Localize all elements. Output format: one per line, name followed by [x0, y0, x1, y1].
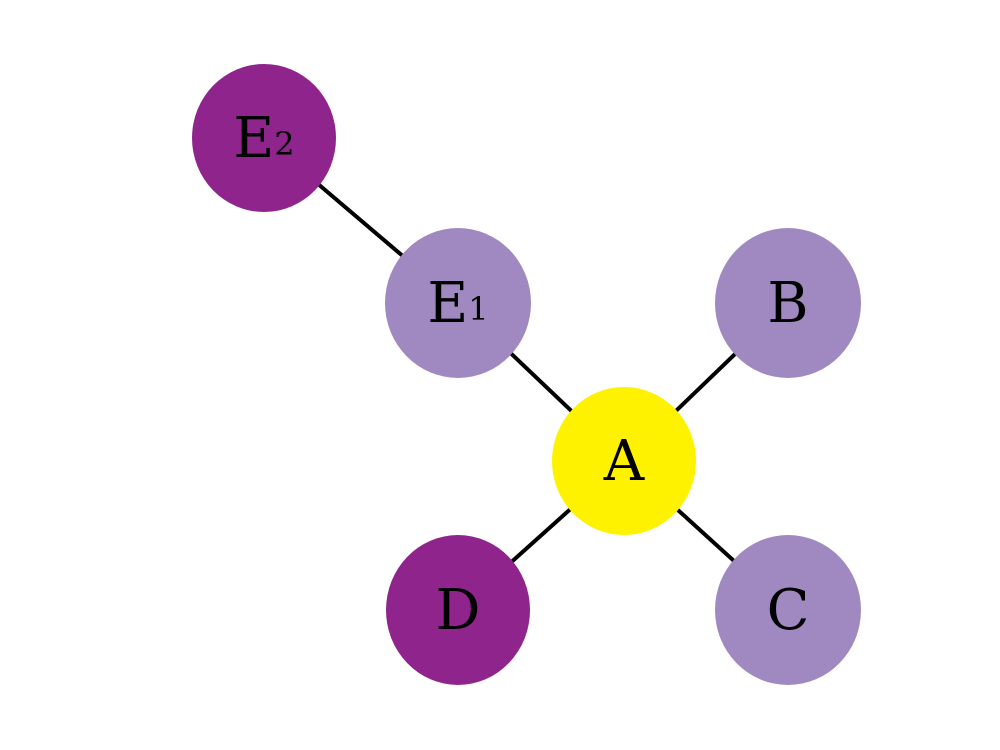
node-circle-d	[386, 535, 530, 685]
node-label-main: A	[603, 429, 645, 494]
node-c: C	[715, 535, 861, 685]
node-label-d: D	[436, 578, 481, 643]
node-label-a: A	[603, 429, 645, 494]
node-label-b: B	[767, 271, 808, 336]
node-circle-e1	[385, 228, 531, 378]
node-label-main: B	[767, 271, 808, 336]
node-circle-b	[715, 228, 861, 378]
node-label-subscript: 1	[468, 290, 488, 328]
node-e2: E2	[192, 64, 336, 212]
node-label-subscript: 2	[274, 125, 294, 163]
node-circle-e2	[192, 64, 336, 212]
node-e1: E1	[385, 228, 531, 378]
node-b: B	[715, 228, 861, 378]
node-label-e1: E1	[427, 271, 488, 336]
node-circle-c	[715, 535, 861, 685]
node-label-main: E	[427, 271, 468, 336]
node-label-main: D	[436, 578, 481, 643]
node-label-main: C	[767, 578, 810, 643]
node-d: D	[386, 535, 530, 685]
edges-layer	[262, 136, 790, 612]
node-circle-a	[552, 387, 696, 535]
node-label-main: E	[233, 106, 274, 171]
node-label-c: C	[767, 578, 810, 643]
node-label-e2: E2	[233, 106, 294, 171]
node-a: A	[552, 387, 696, 535]
